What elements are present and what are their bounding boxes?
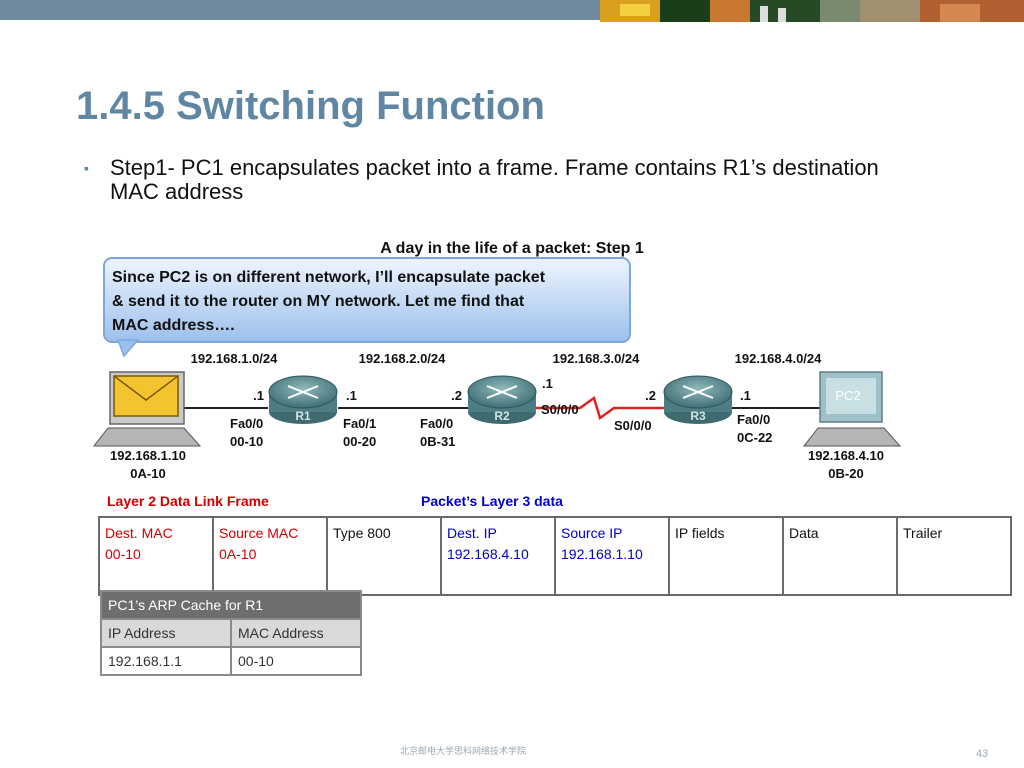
r2-left-if: Fa0/0 [420,416,453,431]
envelope-icon [113,375,179,417]
frame-src-mac: Source MAC 0A-10 [212,516,328,596]
arp-col-ip: IP Address [100,618,232,648]
router-r2-label: R2 [494,409,510,423]
frame-src-mac-label: Source MAC [219,525,299,541]
pc2-label: PC2 [835,388,860,403]
frame-dest-mac-label: Dest. MAC [105,525,173,541]
frame-src-mac-value: 0A-10 [219,546,257,562]
r1-left-if: Fa0/0 [230,416,263,431]
r1-right-if: Fa0/1 [343,416,376,431]
step-description: Step1- PC1 encapsulates packet into a fr… [110,155,879,204]
bullet-square-icon: ▪ [84,160,89,176]
slide-title: 1.4.5 Switching Function [76,84,545,128]
r2-left-ip: .2 [451,388,462,403]
arp-header-row: IP Address MAC Address [100,618,362,648]
r2-right-if: S0/0/0 [541,402,579,417]
r2-left-mac: 0B-31 [420,434,455,449]
frame-dest-mac-value: 00-10 [105,546,141,562]
frame-data-label: Data [789,525,819,541]
arp-col-mac: MAC Address [230,618,362,648]
network-diagram: A day in the life of a packet: Step 1 Si… [92,240,902,509]
r3-right-if: Fa0/0 [737,412,770,427]
router-icon-r1 [268,375,338,424]
speech-line-1: Since PC2 is on different network, I’ll … [112,269,546,286]
frame-ip-fields-label: IP fields [675,525,725,541]
pc1-ip: 192.168.1.10 [110,448,186,463]
frame-trailer: Trailer [896,516,1012,596]
router-r1-label: R1 [295,409,311,423]
r1-left-ip: .1 [253,388,264,403]
frame-type: Type 800 [326,516,442,596]
arp-mac-value: 00-10 [230,646,362,676]
frame-src-ip-value: 192.168.1.10 [561,546,643,562]
speech-line-3: MAC address…. [112,317,235,334]
frame-src-ip-label: Source IP [561,525,623,541]
pc1-mac: 0A-10 [130,466,165,481]
arp-title-row: PC1’s ARP Cache for R1 [100,590,362,620]
header-photo-banner [600,0,1024,22]
frame-dest-ip-value: 192.168.4.10 [447,546,529,562]
speech-line-2: & send it to the router on MY network. L… [112,293,525,310]
footer-text: 北京邮电大学思科网络技术学院 [400,746,527,756]
frame-dest-mac: Dest. MAC 00-10 [98,516,214,596]
arp-ip-value: 192.168.1.1 [100,646,232,676]
speech-bubble-icon [103,257,631,358]
table-row: 192.168.1.1 00-10 [100,646,362,676]
frame-type-value: Type 800 [333,525,391,541]
r2-right-ip: .1 [542,376,553,391]
r1-right-mac: 00-20 [343,434,376,449]
network-label-4: 192.168.4.0/24 [735,351,823,366]
frame-data: Data [782,516,898,596]
network-label-3: 192.168.3.0/24 [553,351,641,366]
diagram-caption: A day in the life of a packet: Step 1 [380,240,644,257]
r1-right-ip: .1 [346,388,357,403]
r3-left-ip: .2 [645,388,656,403]
pc2-icon [802,371,902,447]
r3-right-ip: .1 [740,388,751,403]
router-r3-label: R3 [690,409,706,423]
frame-dest-ip-label: Dest. IP [447,525,497,541]
network-label-1: 192.168.1.0/24 [191,351,279,366]
arp-cache-table: PC1’s ARP Cache for R1 IP Address MAC Ad… [100,590,362,676]
network-label-2: 192.168.2.0/24 [359,351,447,366]
serial-link-icon [536,395,664,421]
frame-table: Dest. MAC 00-10 Source MAC 0A-10 Type 80… [98,516,1012,596]
router-icon-r2 [467,375,537,424]
arp-title: PC1’s ARP Cache for R1 [100,590,362,620]
frame-ip-fields: IP fields [668,516,784,596]
r3-left-if: S0/0/0 [614,418,652,433]
layer2-label: Layer 2 Data Link Frame [107,493,269,509]
frame-trailer-label: Trailer [903,525,943,541]
frame-row: Dest. MAC 00-10 Source MAC 0A-10 Type 80… [98,516,1012,596]
frame-src-ip: Source IP 192.168.1.10 [554,516,670,596]
frame-dest-ip: Dest. IP 192.168.4.10 [440,516,556,596]
pc2-ip: 192.168.4.10 [808,448,884,463]
page-number: 43 [976,748,989,760]
r3-right-mac: 0C-22 [737,430,772,445]
router-icon-r3 [663,375,733,424]
r1-left-mac: 00-10 [230,434,263,449]
pc2-mac: 0B-20 [828,466,863,481]
layer3-label: Packet’s Layer 3 data [421,493,563,509]
